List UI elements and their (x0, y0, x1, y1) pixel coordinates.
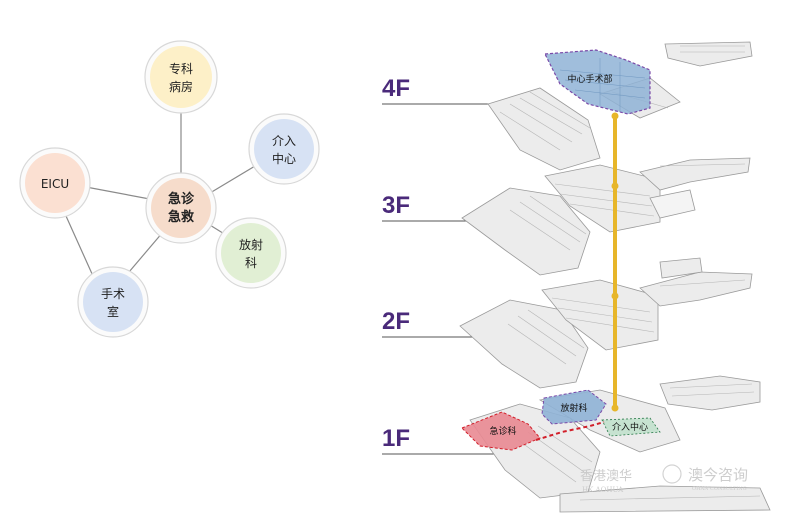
node-surgery-line1: 手术 (101, 287, 125, 301)
zone-interventional-label: 介入中心 (612, 421, 648, 433)
node-specialty-ward: 专科 病房 (144, 40, 218, 114)
zone-emergency-label: 急诊科 (489, 425, 516, 437)
node-ward-line2: 病房 (169, 79, 193, 94)
node-radiology-line1: 放射 (239, 237, 263, 252)
connector-lines (65, 112, 256, 277)
node-ward-line1: 专科 (169, 61, 193, 76)
watermark: 香港澳华 HK AOHUA 澳今咨询 OHAN CONSULTING (580, 464, 748, 494)
link-eicu-surgery (65, 215, 94, 277)
floor-plate-3f (461, 157, 751, 276)
adjacency-diagram: 急诊 急救 专科 病房 介入 中心 EICU 放射 科 (19, 40, 320, 338)
watermark-logo-icon (662, 464, 682, 484)
vertical-connection (611, 112, 619, 412)
node-eicu: EICU (19, 147, 91, 219)
shaft-node-2f (611, 292, 619, 300)
floor-plate-2f (459, 257, 753, 389)
link-center-surgery (128, 231, 164, 273)
emergency-route (535, 421, 605, 441)
node-surgery-line2: 室 (107, 304, 119, 319)
node-operating-room: 手术 室 (77, 266, 149, 338)
zone-central-surgery: 中心手术部 (544, 49, 651, 115)
link-center-eicu (85, 186, 156, 201)
floor-label-1f: 1F (382, 425, 410, 452)
vertical-shaft (613, 116, 617, 408)
floor-stack: 4F 3F 2F 1F (382, 41, 771, 513)
node-interventional-line2: 中心 (272, 151, 296, 166)
watermark-cn-1: 香港澳华 (580, 468, 632, 484)
node-emergency-line2: 急救 (168, 209, 194, 225)
watermark-en-2: OHAN CONSULTING (692, 486, 747, 492)
floor-label-2f: 2F (382, 308, 410, 335)
shaft-node-1f (611, 404, 619, 412)
node-emergency-line1: 急诊 (168, 191, 195, 207)
zone-interventional: 介入中心 (601, 417, 661, 437)
floor-labels: 4F 3F 2F 1F (382, 75, 522, 455)
node-radiology: 放射 科 (215, 217, 287, 289)
zone-emergency: 急诊科 (461, 411, 541, 451)
zone-central-surgery-label: 中心手术部 (567, 73, 612, 85)
node-radiology-line2: 科 (245, 256, 257, 270)
node-interventional-center: 介入 中心 (248, 113, 320, 185)
watermark-cn-2: 澳今咨询 (688, 466, 748, 484)
floor-label-4f: 4F (382, 75, 410, 102)
shaft-node-3f (611, 182, 619, 190)
shaft-node-4f (611, 112, 619, 120)
floor-label-3f: 3F (382, 192, 410, 219)
node-interventional-line1: 介入 (272, 134, 296, 148)
zone-radiology-label: 放射科 (560, 402, 587, 414)
node-emergency-center: 急诊 急救 (145, 172, 217, 244)
zone-radiology: 放射科 (541, 389, 607, 425)
node-eicu-label: EICU (41, 177, 69, 191)
watermark-en-1: HK AOHUA (582, 486, 624, 494)
link-center-interventional (204, 165, 256, 197)
